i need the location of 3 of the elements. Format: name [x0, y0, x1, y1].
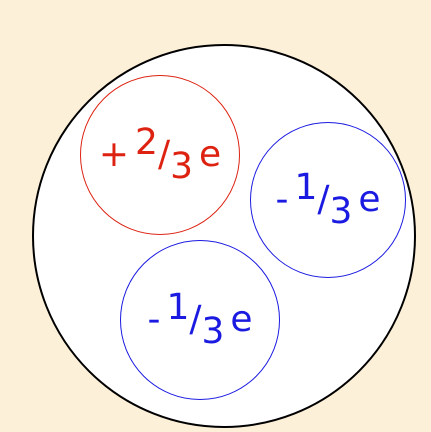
charge-label: - 1/3 e — [146, 288, 254, 352]
charge-label: - 1/3 e — [274, 168, 382, 232]
charge-label: + 2/3 e — [98, 122, 222, 188]
